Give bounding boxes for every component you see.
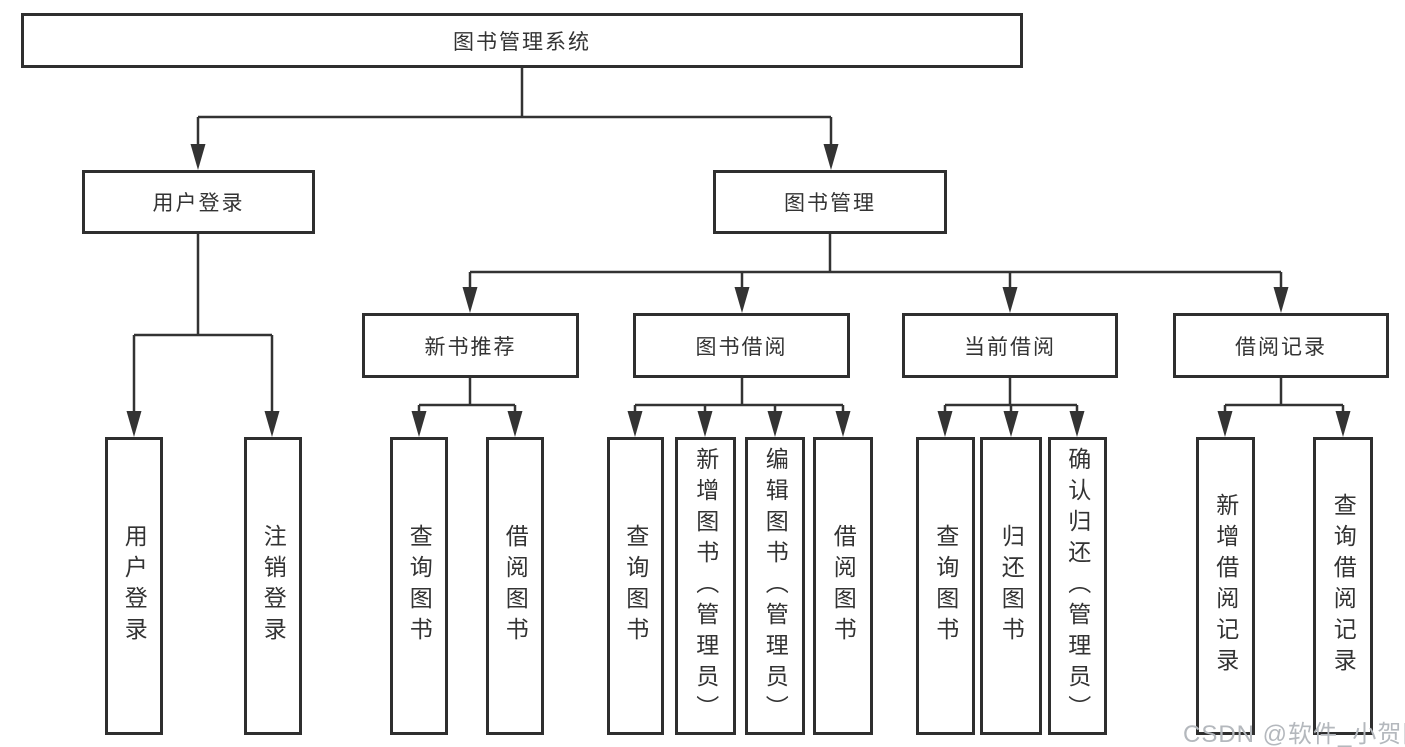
arrow-l10 [1003, 411, 1019, 437]
leaf-record-query-record: 查询借阅记录 [1313, 437, 1373, 735]
csdn-watermark: CSDN @软件_小贺同学 [1183, 721, 1405, 747]
leaf-current-return-book: 归还图书 [980, 437, 1042, 735]
leaf-borrow-query-book: 查询图书 [607, 437, 664, 735]
leaf-label: 借阅图书 [502, 524, 529, 648]
leaf-label: 注销登录 [260, 524, 287, 648]
arrow-l8 [835, 411, 851, 437]
arrow-l11 [1069, 411, 1085, 437]
arrow-l7 [767, 411, 783, 437]
node-label: 图书管理 [784, 192, 876, 215]
node-label: 借阅记录 [1235, 335, 1327, 359]
arrow-l6 [697, 411, 713, 437]
node-current-borrow: 当前借阅 [902, 313, 1118, 378]
leaf-label: 新增借阅记录 [1212, 493, 1239, 679]
node-label: 图书管理系统 [453, 30, 591, 54]
leaf-label: 用户登录 [121, 524, 148, 648]
leaf-current-confirm-return-admin: 确认归还（管理员） [1048, 437, 1107, 735]
leaf-recommend-borrow-book: 借阅图书 [486, 437, 544, 735]
leaf-borrow-add-book-admin: 新增图书（管理员） [675, 437, 736, 735]
leaf-borrow-edit-book-admin: 编辑图书（管理员） [745, 437, 805, 735]
leaf-record-add-record: 新增借阅记录 [1196, 437, 1255, 735]
arrow-l9 [937, 411, 953, 437]
leaf-current-query-book: 查询图书 [916, 437, 975, 735]
node-label: 当前借阅 [964, 335, 1056, 359]
node-borrow-record: 借阅记录 [1173, 313, 1389, 378]
node-library-management-system: 图书管理系统 [21, 13, 1023, 68]
leaf-user-login: 用户登录 [105, 437, 163, 735]
node-label: 新书推荐 [424, 335, 517, 359]
arrow-newbook [462, 287, 478, 313]
leaf-label: 新增图书（管理员） [692, 446, 719, 726]
leaf-logout: 注销登录 [244, 437, 302, 735]
node-label: 用户登录 [152, 192, 245, 215]
arrow-l5 [627, 411, 643, 437]
node-new-book-recommend: 新书推荐 [362, 313, 579, 378]
arrow-l3 [411, 411, 427, 437]
arrow-l13 [1335, 411, 1351, 437]
leaf-borrow-borrow-book: 借阅图书 [813, 437, 873, 735]
leaf-label: 编辑图书（管理员） [762, 446, 789, 726]
leaf-label: 查询图书 [406, 524, 433, 648]
leaf-label: 查询借阅记录 [1330, 493, 1357, 679]
node-user-login-group: 用户登录 [82, 170, 315, 234]
leaf-label: 查询图书 [622, 524, 649, 648]
node-book-borrow: 图书借阅 [633, 313, 850, 378]
arrow-book-mgmt [823, 144, 839, 170]
arrow-l12 [1217, 411, 1233, 437]
leaf-label: 查询图书 [932, 524, 959, 648]
arrow-l1 [126, 411, 142, 437]
arrow-curborrow [1002, 287, 1018, 313]
arrow-recborrow [1273, 287, 1289, 313]
leaf-recommend-query-book: 查询图书 [390, 437, 448, 735]
node-book-management: 图书管理 [713, 170, 947, 234]
arrow-bookborrow [734, 287, 750, 313]
arrow-user-login [190, 144, 206, 170]
leaf-label: 确认归还（管理员） [1064, 446, 1091, 726]
leaf-label: 归还图书 [998, 524, 1025, 648]
arrowheads [126, 144, 1351, 437]
leaf-label: 借阅图书 [830, 524, 857, 648]
arrow-l4 [507, 411, 523, 437]
node-label: 图书借阅 [695, 335, 788, 359]
arrow-l2 [264, 411, 280, 437]
